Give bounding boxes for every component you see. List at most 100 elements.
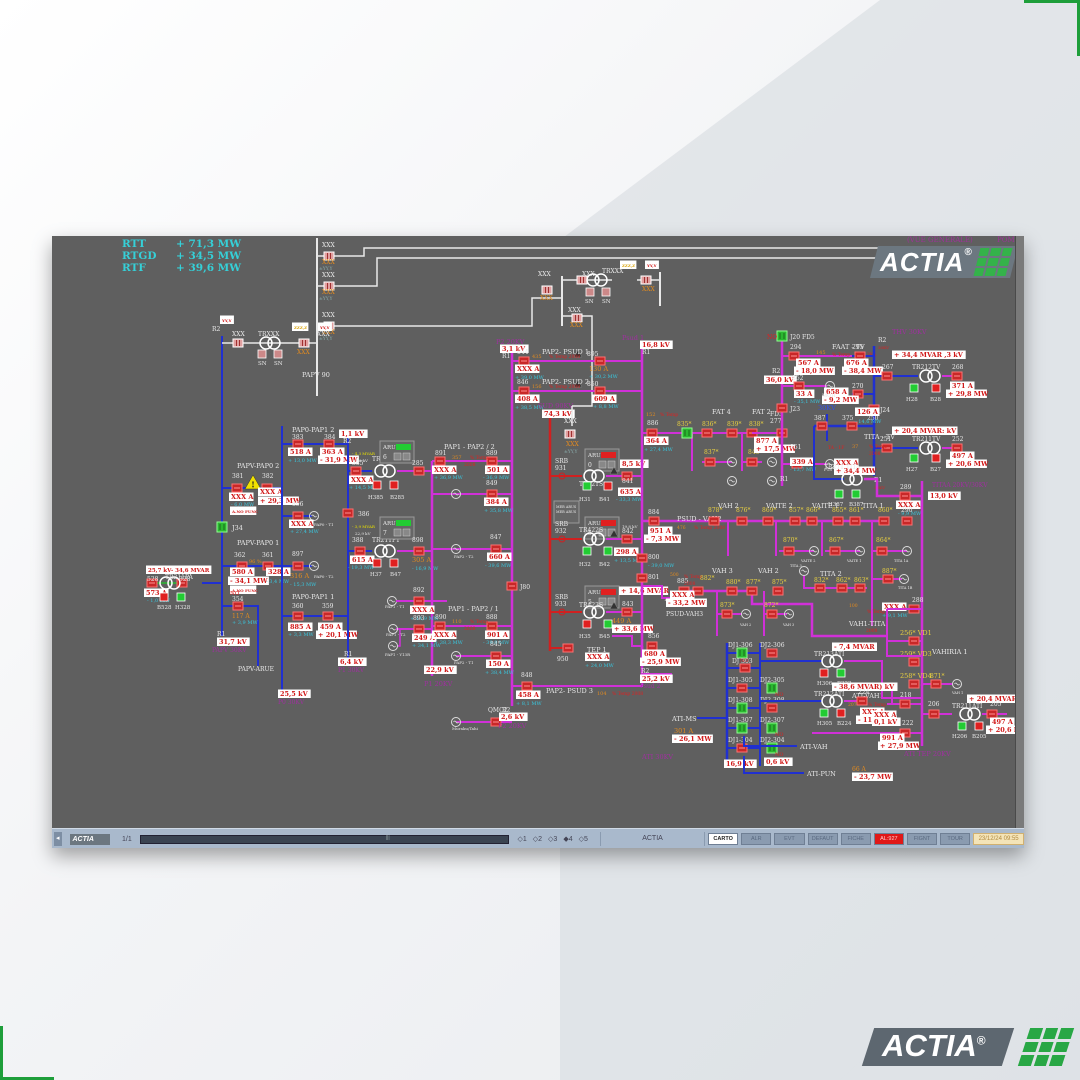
hv-breaker[interactable] [640, 275, 652, 285]
label: TR211ATI [952, 703, 983, 710]
radio-2[interactable]: ◇2 [532, 836, 543, 843]
generator-wave [827, 462, 833, 466]
tr-right-breaker[interactable] [298, 338, 310, 348]
label: 259* VD3 [900, 650, 932, 658]
value-box: XXX A [874, 711, 897, 719]
value-box-bg [485, 630, 510, 639]
aru-plus-button[interactable] [393, 452, 402, 461]
label: 2008 [684, 581, 696, 587]
hv-breaker[interactable] [576, 275, 588, 285]
taskbar-left-arrow-icon[interactable]: ◂ [54, 832, 62, 846]
label: ±YY,Y [564, 449, 579, 455]
aru-minus-button[interactable] [607, 460, 616, 469]
label: B205 [972, 734, 987, 740]
mode-panel[interactable] [553, 500, 580, 524]
transformer-icon [591, 469, 605, 483]
hv-breaker[interactable] [571, 313, 583, 323]
aru-minus-button[interactable] [607, 597, 616, 606]
sud-breaker[interactable] [564, 429, 576, 439]
label: PAP2- PSUD 2 [542, 378, 589, 386]
transformer-icon [967, 707, 981, 721]
value-box: 36,0 kV [766, 376, 795, 384]
tour-button[interactable]: TOUR [940, 833, 971, 845]
horizontal-scrollbar[interactable]: ||| [139, 834, 510, 844]
835-switch[interactable] [681, 427, 693, 439]
value-box: - 31,9 MW [320, 456, 358, 464]
label: XXX [564, 418, 578, 425]
dj2-switch[interactable] [766, 682, 778, 694]
label: + 24,0 MW [585, 663, 615, 669]
value-box-bg [832, 682, 898, 691]
label: + 3,3 MW [288, 632, 314, 638]
label: 19,8 kV [622, 524, 638, 529]
label: TA - 1F [828, 445, 844, 451]
label: % Temp 2008 [694, 525, 725, 531]
label: DJ2-307 [760, 717, 785, 724]
evt-button[interactable]: EVT [774, 833, 805, 845]
value-box-bg [754, 436, 779, 445]
value-box-bg [648, 526, 673, 535]
aru-plus-button[interactable] [393, 528, 402, 537]
label: TR213ATI [814, 651, 845, 658]
value-box: 497 A [992, 718, 1014, 726]
defaut-button[interactable]: DEFAUT [807, 833, 838, 845]
value-box: 371 A [952, 382, 974, 390]
radio-5[interactable]: ◇5 [578, 836, 588, 843]
value-box: 1,1 kV [341, 430, 365, 438]
scroll-thumb[interactable]: ||| [385, 834, 390, 841]
general-view-link[interactable]: (VUE GENERALE) [907, 236, 973, 244]
alarm-button[interactable]: AL:927 [873, 833, 904, 845]
value-box: 16,8 kV [642, 341, 671, 349]
fignt-button[interactable]: FIGNT [906, 833, 938, 845]
bottom-logo-text: ACTIA® [882, 1028, 986, 1063]
top-navigation: (VUE GENERALE) POM 2 -> [907, 236, 1024, 244]
status-indicator [909, 453, 919, 463]
warning-icon[interactable] [244, 474, 262, 490]
vah3-bus [682, 589, 887, 638]
hv-breaker[interactable] [541, 285, 553, 295]
fiche-button[interactable]: FICHE [840, 833, 871, 845]
label: PAP0-PAP1 1 [292, 593, 334, 601]
hv-feeder-breaker[interactable] [323, 251, 335, 261]
vertical-scrollbar[interactable] [1015, 236, 1024, 828]
dj1-switch[interactable] [736, 722, 748, 734]
dj2-switch[interactable] [766, 722, 778, 734]
value-box: - 34,1 MW [230, 577, 268, 585]
generator-wave [453, 492, 459, 496]
aru-plus-button[interactable] [598, 460, 607, 469]
alr-button[interactable]: ALR [741, 833, 772, 845]
label: 476 [677, 525, 686, 531]
aru-value: 5 [588, 599, 592, 606]
dj1-switch[interactable] [736, 702, 748, 714]
radio-1[interactable]: ◇1 [517, 836, 527, 843]
carto-button[interactable]: CARTO [708, 833, 739, 845]
aru-minus-button[interactable] [402, 452, 411, 461]
aru-minus-button[interactable] [402, 528, 411, 537]
tr-left-breaker[interactable] [232, 338, 244, 348]
value-box: - 33,2 MW [668, 599, 706, 607]
radio-4[interactable]: ◆4 [563, 836, 573, 843]
hv-feeder-breaker[interactable] [323, 281, 335, 291]
value-box: XXX A [231, 493, 254, 501]
j20-switch[interactable] [776, 330, 788, 342]
page-indicator: 1/1 [122, 835, 132, 843]
value-box-bg [855, 407, 880, 416]
label: % Temp 2008 [549, 384, 580, 390]
alert-icon [573, 349, 583, 358]
j34-switch[interactable] [216, 521, 228, 533]
label: + 35,8 MW [484, 508, 514, 514]
label: + 8,1 MW [516, 701, 542, 707]
label: TR211P1 [372, 537, 400, 544]
radio-3[interactable]: ◇3 [548, 836, 558, 843]
dj1-switch[interactable] [736, 647, 748, 659]
label: PAP1 - Y13R [385, 652, 411, 657]
label: NO [775, 752, 783, 758]
label: 268 [952, 364, 964, 371]
aru-plus-button[interactable] [598, 597, 607, 606]
next-page-link[interactable]: POM 2 -> [997, 236, 1024, 244]
value-box: 0,1 kV [874, 718, 898, 726]
dj2-switch[interactable] [766, 742, 778, 754]
label: DJ1-307 [728, 717, 753, 724]
warning-glyph: ! [251, 480, 255, 490]
label: R2 [641, 668, 650, 675]
